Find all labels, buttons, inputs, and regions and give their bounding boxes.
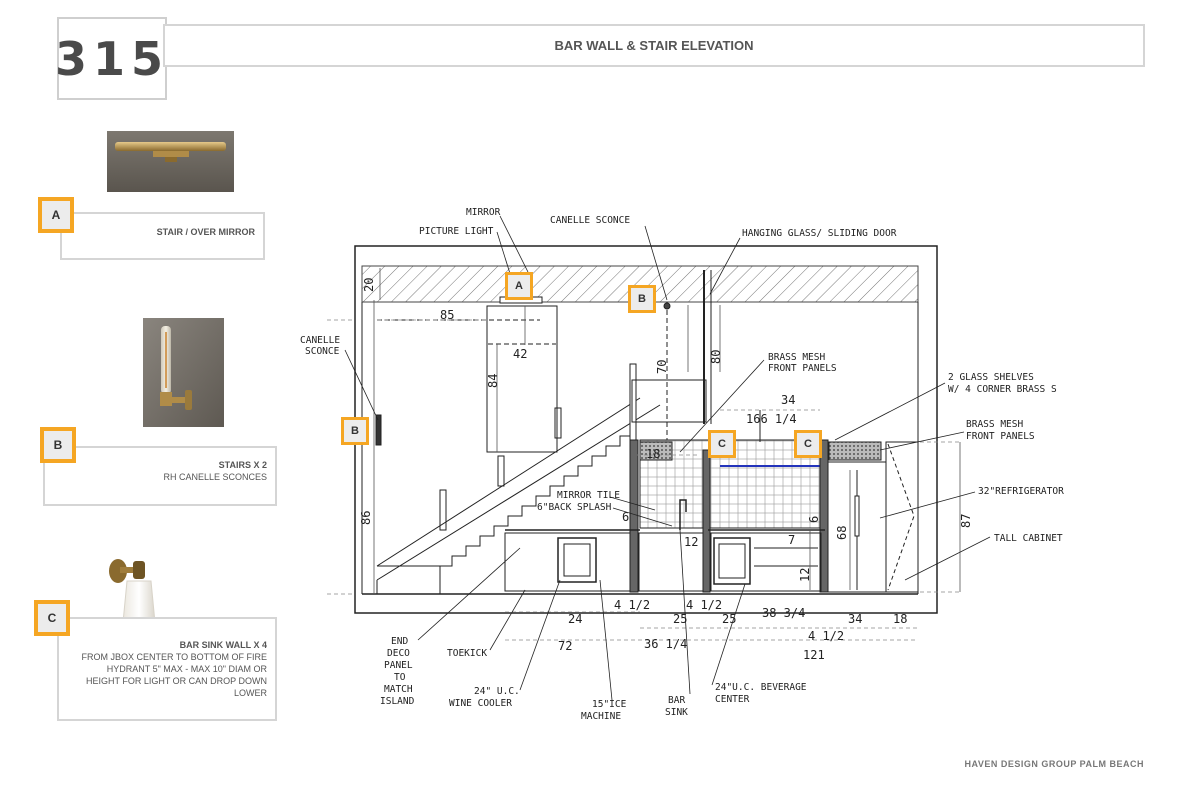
fixture-b-line-1: RH CANELLE SCONCES xyxy=(163,472,267,482)
tall-cabinet xyxy=(885,441,919,593)
label-end-deco-2: DECO xyxy=(387,648,410,659)
dim-4-half-c: 4 1/2 xyxy=(808,629,844,643)
sheet-number-box: 315 xyxy=(54,17,170,100)
dim-38-3-4: 38 3/4 xyxy=(762,606,805,620)
dim-166: 166 1/4 xyxy=(746,412,797,426)
drawing-tag-b-top: B xyxy=(628,285,656,313)
fixture-b-panel: STAIRS X 2 RH CANELLE SCONCES xyxy=(43,446,277,506)
label-sconce-left: SCONCE xyxy=(305,346,340,357)
fixture-b-tag: B xyxy=(40,427,76,463)
dim-25-a: 25 xyxy=(673,612,687,626)
fixture-a-photo xyxy=(107,131,234,192)
dim-87: 87 xyxy=(959,514,973,528)
label-beverage-1: 24"U.C. BEVERAGE xyxy=(715,682,807,693)
dim-18-top: 18 xyxy=(646,447,660,461)
label-hanging-glass: HANGING GLASS/ SLIDING DOOR xyxy=(742,228,897,239)
label-canelle-left: CANELLE xyxy=(300,335,340,346)
label-wine-cooler-2: WINE COOLER xyxy=(449,698,512,709)
picture-light-image xyxy=(107,131,234,192)
label-toekick: TOEKICK xyxy=(447,648,487,659)
label-end-deco-4: TO xyxy=(394,672,406,683)
label-bar-sink-2: SINK xyxy=(665,707,688,718)
fixture-c-line-3: HEIGHT FOR LIGHT OR CAN DROP DOWN xyxy=(85,676,267,686)
fixture-b-title: STAIRS X 2 xyxy=(218,460,267,470)
label-ice-2: MACHINE xyxy=(581,711,621,722)
label-canelle-sconce-top: CANELLE SCONCE xyxy=(550,215,630,226)
dim-42: 42 xyxy=(513,347,527,361)
dim-70: 70 xyxy=(655,360,669,374)
dim-12-sink: 12 xyxy=(684,535,698,549)
label-glass-shelves-2: W/ 4 CORNER BRASS S xyxy=(948,384,1057,395)
label-end-deco-6: ISLAND xyxy=(380,696,415,707)
dim-4-half-b: 4 1/2 xyxy=(686,598,722,612)
dim-7: 7 xyxy=(788,533,795,547)
fixture-c-line-4: LOWER xyxy=(233,688,267,698)
drawing-tag-b-left: B xyxy=(341,417,369,445)
fixture-c-line-2: HYDRANT 5" MAX - MAX 10" DIAM OR xyxy=(106,664,267,674)
label-wine-cooler-1: 24" U.C. xyxy=(474,686,520,697)
label-bar-sink-1: BAR xyxy=(668,695,685,706)
beverage-center xyxy=(713,537,751,585)
company-footer: HAVEN DESIGN GROUP PALM BEACH xyxy=(964,759,1144,769)
label-back-splash: 6"BACK SPLASH xyxy=(537,502,612,513)
label-tall-cabinet: TALL CABINET xyxy=(994,533,1063,544)
fixture-c-title: BAR SINK WALL X 4 xyxy=(179,640,267,650)
label-refrigerator: 32"REFRIGERATOR xyxy=(978,486,1064,497)
label-mirror: MIRROR xyxy=(466,207,501,218)
fixture-c-line-1: FROM JBOX CENTER TO BOTTOM OF FIRE xyxy=(81,652,267,662)
staircase xyxy=(376,363,707,594)
fixture-a-title: STAIR / OVER MIRROR xyxy=(156,227,255,237)
title-bar: BAR WALL & STAIR ELEVATION xyxy=(163,24,1145,67)
label-brass-mesh-1b: FRONT PANELS xyxy=(768,363,837,374)
dim-80: 80 xyxy=(709,350,723,364)
dim-4-half-a: 4 1/2 xyxy=(614,598,650,612)
page-title: BAR WALL & STAIR ELEVATION xyxy=(554,38,754,53)
label-brass-mesh-1a: BRASS MESH xyxy=(768,352,825,363)
label-picture-light: PICTURE LIGHT xyxy=(419,226,494,237)
dim-36-1-4: 36 1/4 xyxy=(644,637,687,651)
drawing-tag-c-2: C xyxy=(794,430,822,458)
dim-86: 86 xyxy=(359,511,373,525)
fixture-a-tag: A xyxy=(38,197,74,233)
drawing-tag-a: A xyxy=(505,272,533,300)
label-ice-1: 15"ICE xyxy=(592,699,627,710)
label-end-deco-5: MATCH xyxy=(384,684,413,695)
mirror xyxy=(486,305,558,453)
dim-34-bottom: 34 xyxy=(848,612,862,626)
dim-68: 68 xyxy=(835,526,849,540)
sheet-number: 315 xyxy=(54,31,170,86)
label-beverage-2: CENTER xyxy=(715,694,750,705)
drawing-tag-c-1: C xyxy=(708,430,736,458)
label-brass-mesh-2b: FRONT PANELS xyxy=(966,431,1035,442)
fixture-a-panel: STAIR / OVER MIRROR xyxy=(60,212,265,260)
label-end-deco-3: PANEL xyxy=(384,660,413,671)
fixture-b-photo xyxy=(143,318,224,427)
label-end-deco-1: END xyxy=(391,636,408,647)
dim-25-b: 25 xyxy=(722,612,736,626)
dim-34-top: 34 xyxy=(781,393,795,407)
dim-84: 84 xyxy=(486,374,500,388)
fixture-c-panel: BAR SINK WALL X 4 FROM JBOX CENTER TO BO… xyxy=(57,617,277,721)
dim-121: 121 xyxy=(803,648,825,662)
dim-6: 6 xyxy=(622,510,629,524)
dim-18-bottom: 18 xyxy=(893,612,907,626)
label-glass-shelves-1: 2 GLASS SHELVES xyxy=(948,372,1034,383)
dim-24: 24 xyxy=(568,612,582,626)
label-mirror-tile: MIRROR TILE xyxy=(557,490,620,501)
dim-20: 20 xyxy=(362,278,376,292)
canelle-sconce-image xyxy=(143,318,224,427)
label-brass-mesh-2a: BRASS MESH xyxy=(966,419,1023,430)
dim-72: 72 xyxy=(558,639,572,653)
dim-12-right: 12 xyxy=(798,568,812,582)
dim-6b: 6 xyxy=(807,516,821,523)
fixture-c-tag: C xyxy=(34,600,70,636)
dim-85: 85 xyxy=(440,308,454,322)
